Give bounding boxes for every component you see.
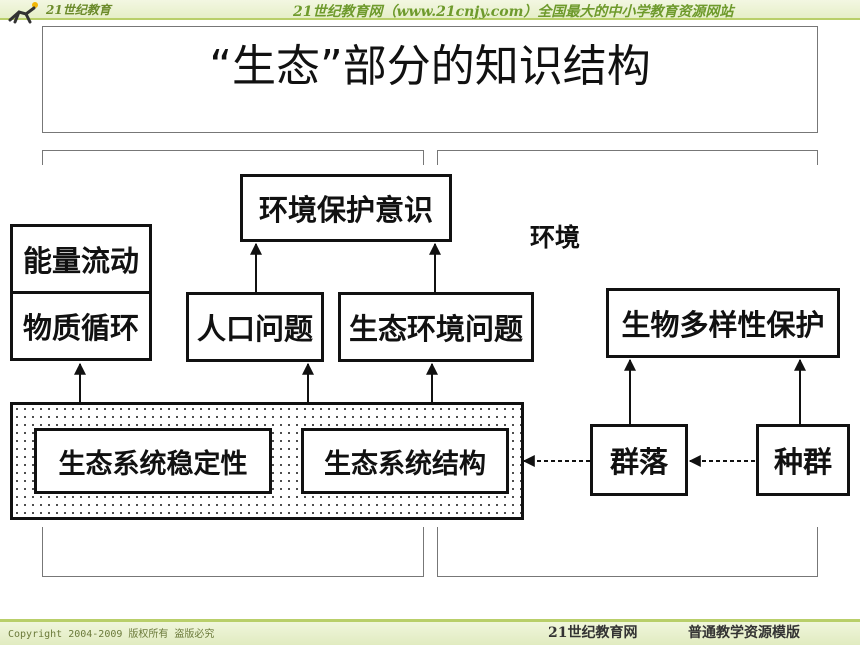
node-biodiversity-protection: 生物多样性保护: [606, 288, 840, 358]
node-ecosystem-stability: 生态系统稳定性: [34, 428, 272, 494]
node-eco-env-problem: 生态环境问题: [338, 292, 534, 362]
node-species-population: 种群: [756, 424, 850, 496]
node-energy-flow: 能量流动: [10, 224, 152, 294]
header-slogan: 21世纪教育网（www.21cnjy.com）全国最大的中小学教育资源网站: [293, 4, 734, 20]
node-population-problem: 人口问题: [186, 292, 324, 362]
node-env-protection-awareness: 环境保护意识: [240, 174, 452, 242]
footer-copyright: Copyright 2004-2009 版权所有 盗版必究: [8, 629, 215, 640]
node-community: 群落: [590, 424, 688, 496]
title-box: [42, 26, 818, 133]
footer-slogan: 普通教学资源模版: [688, 625, 800, 641]
label-environment: 环境: [530, 223, 581, 252]
runner-logo-icon: [8, 2, 38, 24]
node-ecosystem-structure: 生态系统结构: [301, 428, 509, 494]
node-material-cycle: 物质循环: [10, 291, 152, 361]
header-divider: [0, 18, 860, 20]
footer-band: [0, 619, 860, 645]
header-band: [0, 0, 860, 18]
footer-site-name: 21世纪教育网: [548, 625, 638, 641]
slide-title: “生态”部分的知识结构: [209, 41, 651, 92]
logo-text: 21世纪教育: [46, 3, 111, 17]
